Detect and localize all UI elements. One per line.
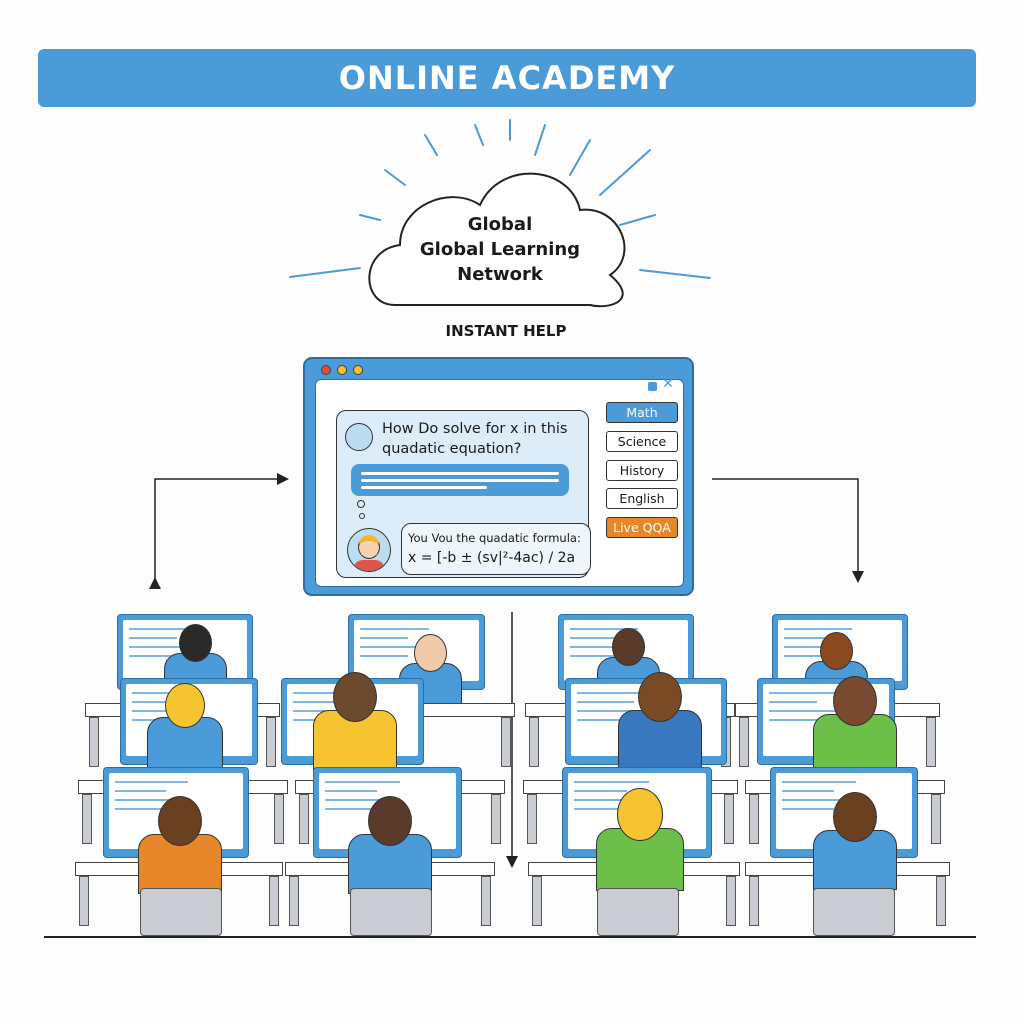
student-head xyxy=(368,796,412,846)
cloud-label: Global Global Learning Network xyxy=(400,212,600,287)
answer-line-1: You Vou the quadatic formula: xyxy=(408,531,581,545)
desk-leg xyxy=(89,717,99,767)
desk-leg xyxy=(299,794,309,844)
desk-leg xyxy=(79,876,89,926)
subject-science[interactable]: Science xyxy=(606,431,678,452)
thought-dot xyxy=(359,513,365,519)
desk-leg xyxy=(749,876,759,926)
cloud-line-2: Global Learning xyxy=(419,239,581,260)
desk-leg xyxy=(926,717,936,767)
desk-leg xyxy=(491,794,501,844)
student-head xyxy=(819,632,853,670)
student-head xyxy=(616,788,664,841)
answer-bubble: You Vou the quadatic formula: x = [-b ± … xyxy=(401,523,591,575)
close-icon[interactable]: ✕ xyxy=(662,376,674,392)
desk-leg xyxy=(724,794,734,844)
window-content: ✕ How Do solve for x in this quadatic eq… xyxy=(315,376,684,587)
student-head xyxy=(638,672,682,722)
student-head xyxy=(178,624,212,662)
desk-leg xyxy=(269,876,279,926)
chair xyxy=(597,888,679,936)
chat-panel: How Do solve for x in this quadatic equa… xyxy=(336,410,591,578)
student-head xyxy=(833,792,877,842)
question-text: How Do solve for x in this quadatic equa… xyxy=(382,421,568,457)
thought-dot xyxy=(357,500,365,508)
chair xyxy=(350,888,432,936)
section-label: INSTANT HELP xyxy=(445,322,567,340)
subject-history[interactable]: History xyxy=(606,460,678,481)
desk-leg xyxy=(266,717,276,767)
desk-leg xyxy=(501,717,511,767)
subject-live-qa[interactable]: Live QQA xyxy=(606,517,678,538)
close-dot-icon[interactable] xyxy=(321,365,331,375)
student-head xyxy=(158,796,202,846)
desk-leg xyxy=(82,794,92,844)
desk-leg xyxy=(931,794,941,844)
student-body xyxy=(813,714,897,774)
answer-formula: x = [-b ± (sv|²-4ac) / 2a xyxy=(408,550,576,566)
chair xyxy=(813,888,895,936)
desk-leg xyxy=(749,794,759,844)
student-head xyxy=(413,634,447,672)
minimize-dot-icon[interactable] xyxy=(337,365,347,375)
student-head xyxy=(333,672,377,722)
student-head xyxy=(833,676,877,726)
header-banner: ONLINE ACADEMY xyxy=(38,49,976,107)
restore-icon[interactable] xyxy=(648,382,657,391)
subject-math[interactable]: Math xyxy=(606,402,678,423)
cloud-line-1: Global xyxy=(467,214,533,235)
student-avatar xyxy=(345,423,373,451)
desk-leg xyxy=(274,794,284,844)
desk-leg xyxy=(289,876,299,926)
student-head xyxy=(165,683,205,728)
desk-leg xyxy=(726,876,736,926)
chair xyxy=(140,888,222,936)
cloud-line-3: Network xyxy=(457,264,543,285)
desk-leg xyxy=(739,717,749,767)
student-head xyxy=(611,628,645,666)
subject-english[interactable]: English xyxy=(606,488,678,509)
desk-leg xyxy=(481,876,491,926)
message-bubble xyxy=(351,464,569,496)
tutor-avatar xyxy=(347,528,391,572)
help-window: ✕ How Do solve for x in this quadatic eq… xyxy=(303,357,694,596)
desk-leg xyxy=(936,876,946,926)
app-title: ONLINE ACADEMY xyxy=(338,59,676,97)
desk-leg xyxy=(527,794,537,844)
desk-leg xyxy=(532,876,542,926)
maximize-dot-icon[interactable] xyxy=(353,365,363,375)
cloud-icon xyxy=(289,119,711,308)
desk-leg xyxy=(529,717,539,767)
